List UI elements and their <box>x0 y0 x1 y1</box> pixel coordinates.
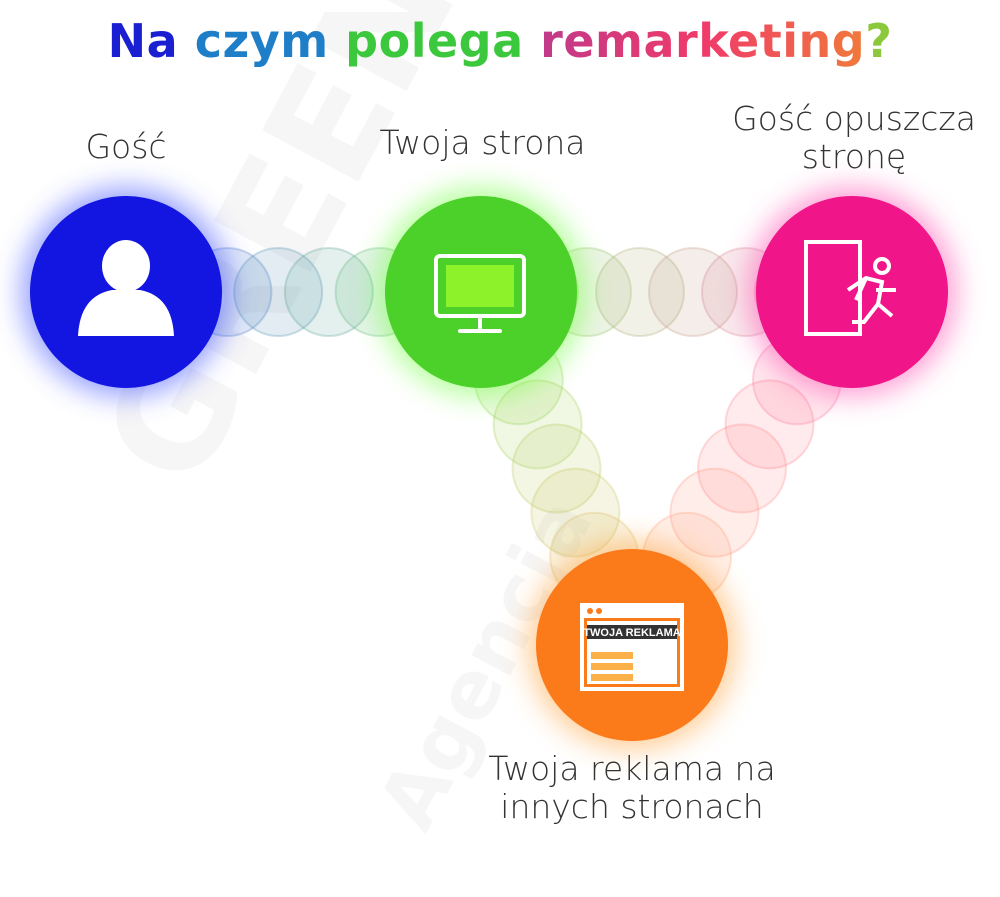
label-guest: Gość <box>85 127 167 166</box>
label-ad: Twoja reklama na innych stronach <box>472 750 792 826</box>
chain-site-ad-ring <box>492 379 583 470</box>
label-ad-line1: Twoja reklama na <box>488 749 776 788</box>
chain-leaves-ad-ring <box>669 467 760 558</box>
monitor-icon <box>434 254 526 333</box>
title-word-3: polega <box>345 14 524 68</box>
title-word-1: Na <box>107 14 179 68</box>
chain-site-ad-ring <box>511 423 602 514</box>
title-question-mark: ? <box>865 14 893 68</box>
chain-guest-site-ring <box>233 247 324 337</box>
exit-door-icon <box>804 240 896 336</box>
ad-banner-text: TWOJA REKLAMA <box>583 627 680 639</box>
title-word-4: remarketing? <box>540 14 893 68</box>
label-site: Twoja strona <box>379 123 586 162</box>
chain-guest-site-ring <box>283 247 374 337</box>
chain-site-ad-ring <box>530 467 621 558</box>
title-word-2: czym <box>194 14 329 68</box>
user-icon <box>78 240 174 336</box>
chain-leaves-ad-ring <box>724 379 815 470</box>
label-leaves: Gość opuszcza stronę <box>720 100 988 176</box>
chain-leaves-ad-ring <box>697 423 787 514</box>
node-ad: TWOJA REKLAMA <box>528 541 736 749</box>
page-title: Na czym polega remarketing? <box>0 14 1000 68</box>
chain-site-leaves-ring <box>595 247 685 337</box>
label-ad-line2: innych stronach <box>500 787 764 826</box>
node-leaves <box>748 188 956 396</box>
label-leaves-line2: stronę <box>801 137 907 176</box>
node-guest <box>22 188 230 396</box>
ad-window-icon: TWOJA REKLAMA <box>580 603 684 691</box>
node-site <box>377 188 585 396</box>
chain-site-leaves-ring <box>648 247 738 337</box>
label-leaves-line1: Gość opuszcza <box>732 99 976 138</box>
